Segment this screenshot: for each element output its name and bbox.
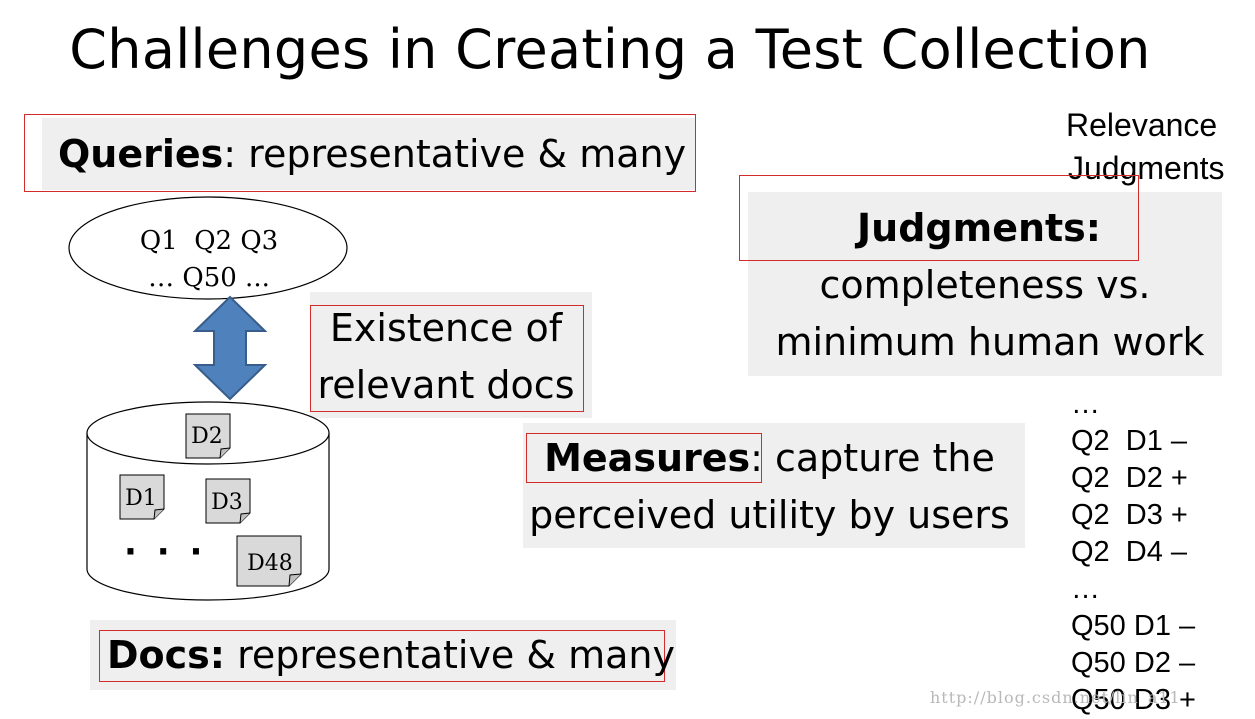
relevance-line: Q2 D3 + [1071, 499, 1188, 531]
judgments-line-3: minimum human work [775, 320, 1205, 364]
existence-box [310, 292, 592, 418]
measures-line-1: Measures: capture the [523, 430, 1016, 486]
relevance-header-1: Relevance [1066, 107, 1218, 143]
judgments-label-line: Judgments: [748, 200, 1210, 256]
existence-line-1: Existence of [329, 306, 563, 350]
document-icon-d2 [185, 413, 231, 459]
relevance-line: Q50 D3 + [1071, 684, 1196, 716]
docs-box-border [99, 630, 665, 682]
existence-line-2: relevant docs [317, 363, 575, 407]
measures-box [523, 423, 1025, 548]
document-icon-d3 [205, 478, 251, 524]
query-line-2: … Q50 ... [148, 263, 270, 293]
relevance-line: Q2 D4 – [1071, 536, 1188, 568]
docs-label: Docs: [107, 633, 225, 677]
measures-description: : capture the [750, 436, 995, 480]
query-set-ellipse [68, 196, 348, 300]
measures-line-2: perceived utility by users [529, 493, 1010, 537]
document-label-d3: D3 [211, 490, 243, 515]
double-arrow-icon [192, 295, 268, 401]
docs-box [90, 620, 676, 690]
docs-description: representative & many [225, 633, 675, 677]
measures-label-border [526, 433, 762, 483]
query-line-1: Q1 Q2 Q3 [139, 226, 279, 256]
watermark: http://blog.csdn.net/lin_a11 [930, 688, 1181, 707]
queries-label: Queries [58, 132, 224, 176]
relevance-line: … [1071, 573, 1100, 605]
queries-description: : representative & many [223, 132, 687, 176]
document-icon-d1 [119, 474, 165, 520]
relevance-line: … [1071, 388, 1100, 420]
relevance-line: Q2 D1 – [1071, 425, 1188, 457]
queries-box [42, 118, 696, 190]
document-label-d2: D2 [191, 424, 223, 449]
queries-text: Queries: representative & many [58, 126, 686, 182]
judgments-label: Judgments: [857, 206, 1101, 250]
judgments-label-border [739, 175, 1139, 261]
relevance-list: … Q2 D1 – Q2 D2 + Q2 D3 + Q2 D4 – … Q50 … [1071, 386, 1196, 719]
measures-label: Measures [544, 436, 751, 480]
document-icon-d48 [236, 535, 302, 587]
document-label-d48: D48 [247, 551, 293, 576]
relevance-line: Q50 D2 – [1071, 647, 1196, 679]
docs-text: Docs: representative & many [107, 627, 675, 683]
more-documents-ellipsis: · · · [124, 532, 207, 572]
document-label-d1: D1 [125, 486, 157, 511]
slide-title: Challenges in Creating a Test Collection [69, 18, 1151, 81]
judgments-box [748, 192, 1222, 376]
judgments-line-2: completeness vs. [819, 263, 1151, 307]
relevance-line: Q50 D1 – [1071, 610, 1196, 642]
existence-box-border [310, 305, 584, 412]
relevance-line: Q2 D2 + [1071, 462, 1188, 494]
queries-box-border [24, 114, 696, 192]
relevance-header-2: Judgments [1068, 150, 1225, 186]
